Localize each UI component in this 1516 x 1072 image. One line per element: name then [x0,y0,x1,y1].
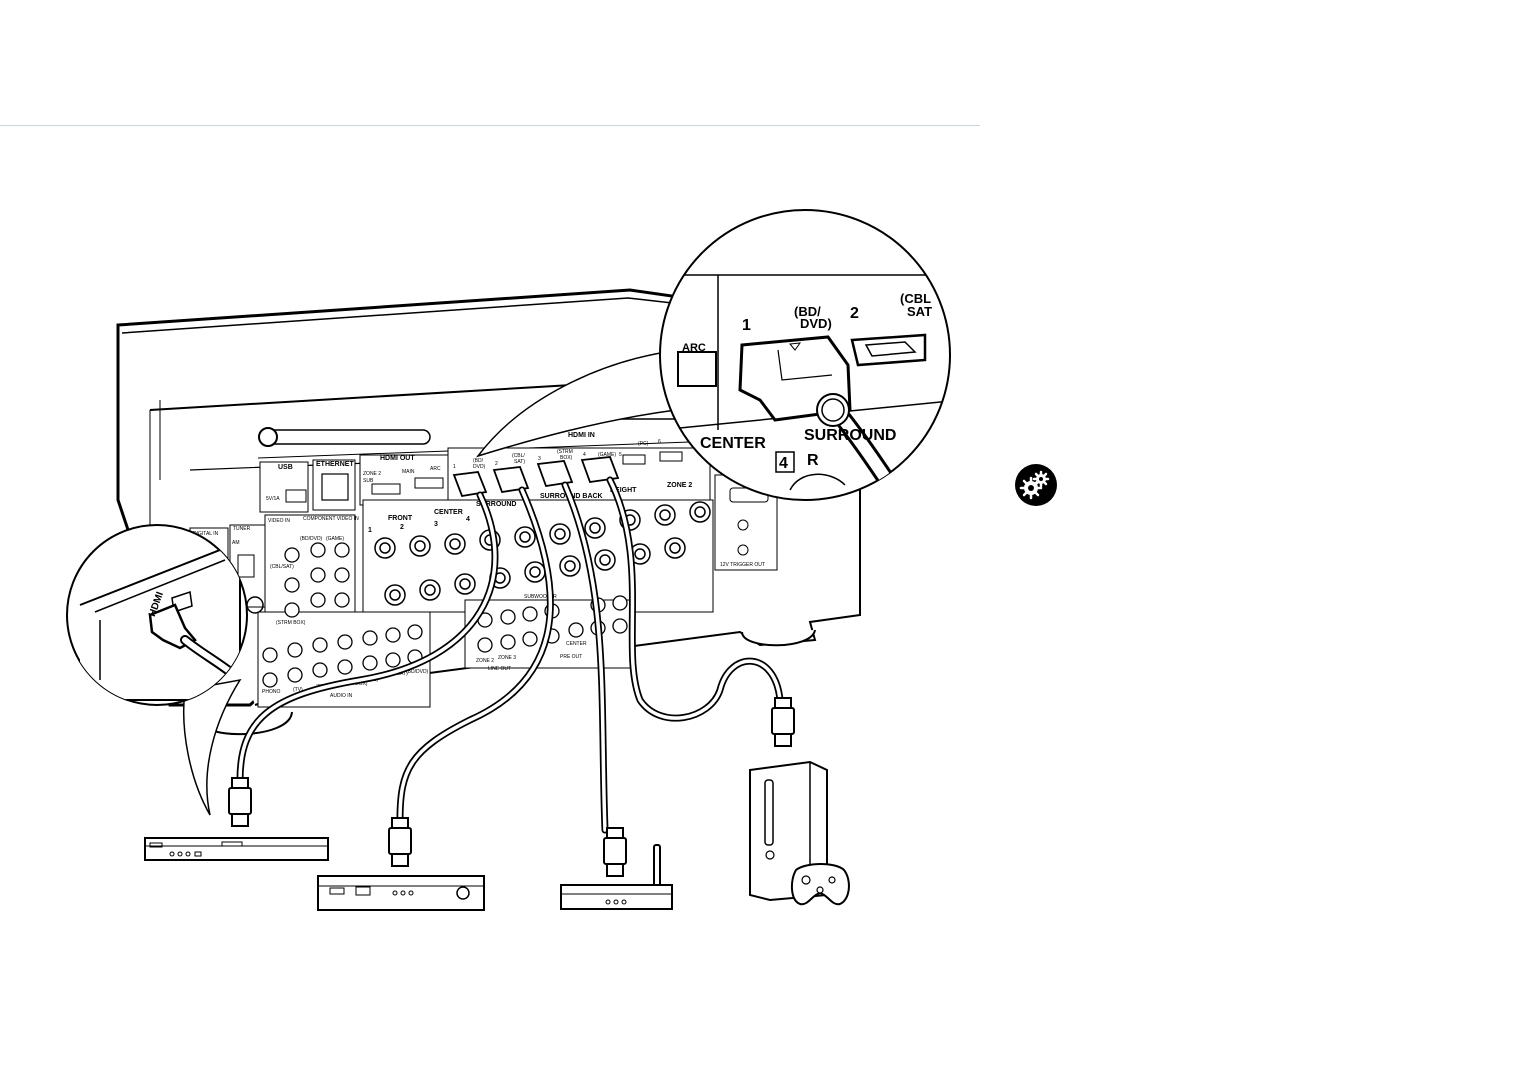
svg-text:VIDEO IN: VIDEO IN [268,518,290,524]
svg-text:HDMI IN: HDMI IN [568,432,595,439]
svg-text:(CBL: (CBL [900,291,931,306]
svg-text:HEIGHT: HEIGHT [610,487,637,494]
svg-text:SAT: SAT [907,304,932,319]
svg-text:MAIN: MAIN [402,469,415,475]
streaming-box-icon [560,844,673,910]
set-top-box-icon [317,875,485,911]
svg-text:CENTER: CENTER [566,641,587,647]
svg-text:6: 6 [658,439,661,445]
svg-text:(BD/DVD): (BD/DVD) [300,536,323,542]
svg-text:AM: AM [232,540,240,546]
svg-text:(BD/: (BD/ [473,458,484,464]
svg-text:(CBL/SAT): (CBL/SAT) [270,564,294,570]
svg-text:ZONE 2: ZONE 2 [363,471,381,477]
hdmi-plug-ends [228,697,795,877]
svg-text:(CBL/: (CBL/ [512,453,525,459]
svg-text:SURROUND: SURROUND [804,427,896,444]
hdmi-plugs-connected [452,456,620,498]
svg-text:ARC: ARC [682,342,706,354]
svg-text:FRONT: FRONT [388,515,413,522]
svg-text:1: 1 [368,527,372,534]
zoom-callout-left [182,678,242,816]
svg-text:(GAME): (GAME) [598,452,616,458]
svg-text:DVD): DVD) [800,316,832,331]
svg-text:BOX): BOX) [560,455,573,461]
svg-text:ETHERNET: ETHERNET [316,461,354,468]
header-divider [0,125,980,126]
game-console-icon [749,760,850,906]
svg-text:CENTER: CENTER [700,435,766,452]
svg-text:3: 3 [434,521,438,528]
svg-text:ZONE 2: ZONE 2 [476,658,494,664]
svg-text:2: 2 [495,461,498,467]
svg-text:AUDIO IN: AUDIO IN [330,693,353,699]
svg-text:(STRM BOX): (STRM BOX) [276,620,306,626]
bd-player-icon [144,837,329,861]
svg-text:SAT): SAT) [514,459,525,465]
svg-text:5V/1A: 5V/1A [266,496,280,502]
svg-text:(BD/DVD): (BD/DVD) [406,669,429,675]
svg-text:USB: USB [278,464,293,471]
svg-text:3: 3 [538,456,541,462]
svg-text:SURROUND: SURROUND [476,501,516,508]
svg-text:4: 4 [466,516,470,523]
svg-text:R: R [807,452,819,469]
svg-text:ARC: ARC [430,466,441,472]
gear-icon [1015,464,1057,506]
svg-text:2: 2 [850,305,859,322]
svg-text:1: 1 [742,317,751,334]
zoom-device-hdmi-detail: HDMI [66,524,248,706]
svg-text:SUB: SUB [363,478,374,484]
svg-text:ZONE 3: ZONE 3 [498,655,516,661]
svg-text:LINE OUT: LINE OUT [488,666,511,672]
svg-text:(PC): (PC) [638,441,649,447]
svg-text:4: 4 [583,452,586,458]
svg-text:1: 1 [453,464,456,470]
svg-text:DVD): DVD) [473,464,486,470]
svg-text:2: 2 [400,524,404,531]
svg-text:(GAME): (GAME) [326,536,344,542]
svg-text:CENTER: CENTER [434,509,463,516]
zoom-hdmi-in-detail: ARC 1 (BD/ DVD) 2 (CBL SAT CENTER 4 R SU… [659,209,951,501]
svg-text:(STRM: (STRM [557,449,573,455]
receiver-labels: USB ETHERNET HDMI OUT HDMI IN 5V/1A ZONE… [193,432,765,699]
svg-text:HDMI OUT: HDMI OUT [380,455,415,462]
svg-text:ZONE 2: ZONE 2 [667,482,692,489]
svg-text:PHONO: PHONO [262,689,280,695]
speaker-terminals [374,501,711,606]
svg-text:DIGITAL IN: DIGITAL IN [193,531,219,537]
svg-text:PRE OUT: PRE OUT [560,654,582,660]
svg-text:(TV): (TV) [293,687,303,693]
svg-text:COMPONENT VIDEO IN: COMPONENT VIDEO IN [303,516,359,522]
svg-text:SUBWOOFER: SUBWOOFER [524,594,557,600]
svg-text:12V TRIGGER OUT: 12V TRIGGER OUT [720,562,765,568]
rca-jacks [262,542,628,688]
svg-text:TUNER: TUNER [233,526,251,532]
svg-text:5: 5 [619,452,622,458]
svg-text:(BD/: (BD/ [794,304,821,319]
svg-text:4: 4 [779,455,788,472]
